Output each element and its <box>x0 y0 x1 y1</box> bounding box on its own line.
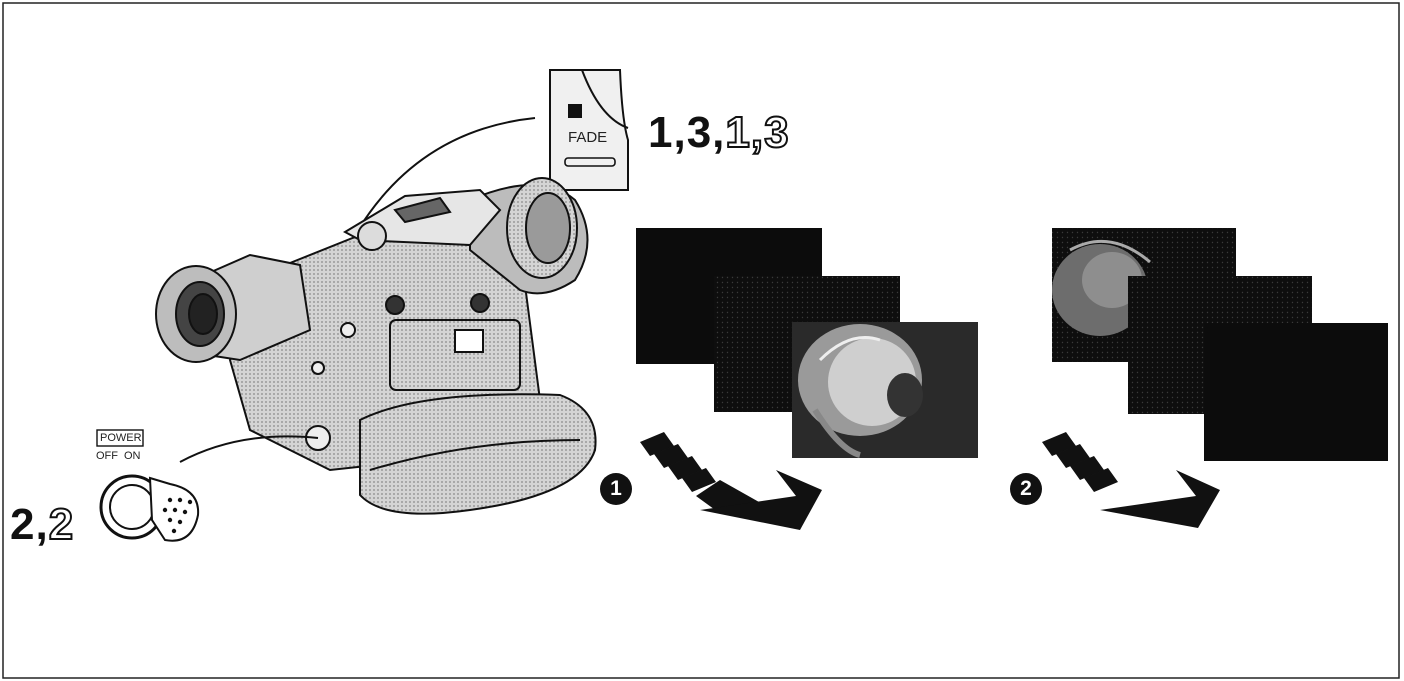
power-dial-illustration <box>97 430 198 541</box>
power-steps-solid: 2, <box>10 500 49 549</box>
marker-1: 1 <box>600 473 632 505</box>
fade-button-label: FADE <box>568 129 607 146</box>
direction-arrow-2 <box>1042 432 1220 528</box>
fade-step-numbers: 1,3,1,3 <box>648 108 790 158</box>
power-step-numbers: 2,2 <box>10 500 74 550</box>
fade-steps-solid: 1,3, <box>648 108 725 157</box>
power-label: POWER <box>100 432 142 444</box>
on-label: ON <box>124 450 141 462</box>
fade-steps-outline: 1,3 <box>725 108 789 157</box>
fade-out-sequence <box>1052 228 1388 461</box>
camcorder-illustration <box>156 178 596 514</box>
power-steps-outline: 2 <box>49 500 74 549</box>
marker-2: 2 <box>1010 473 1042 505</box>
fade-in-sequence <box>636 228 978 458</box>
off-label: OFF <box>96 450 118 462</box>
